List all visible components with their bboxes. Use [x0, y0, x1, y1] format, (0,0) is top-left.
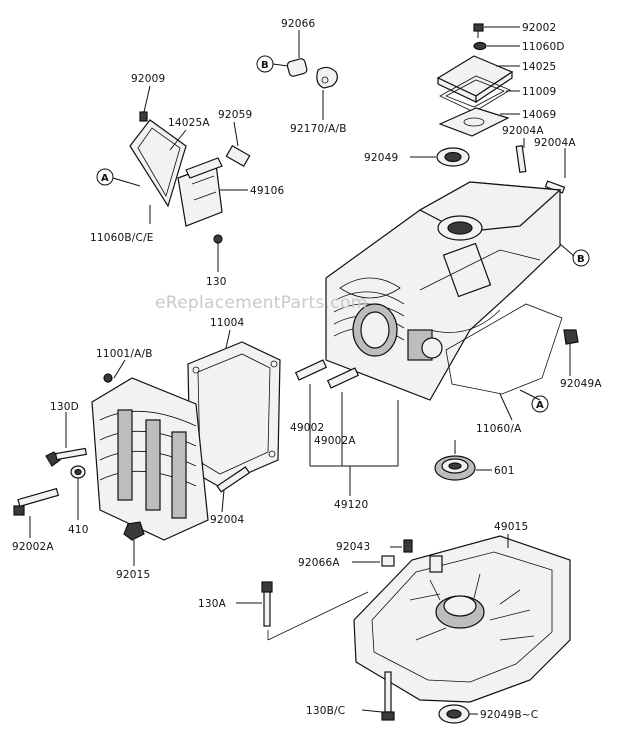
label-92170: 92170/A/B: [290, 123, 347, 135]
part-92059-tube: [225, 144, 251, 168]
callout-b-right-circle: [572, 249, 590, 267]
part-410-washer: [70, 465, 86, 479]
label-92004a-2: 92004A: [534, 137, 576, 149]
part-92002a-stud: [13, 487, 60, 516]
part-92049bc-seal: [438, 704, 470, 724]
label-92066: 92066: [281, 18, 316, 30]
part-92015-nut: [123, 521, 145, 541]
part-92066a-dowel: [381, 555, 395, 567]
part-130d-bolt: [45, 447, 87, 467]
label-14025: 14025: [522, 61, 556, 73]
part-11009-gasket: [439, 75, 511, 113]
part-11060d-washer: [473, 41, 487, 51]
label-92004a-1: 92004A: [502, 125, 544, 137]
callout-a-left: A: [101, 173, 109, 184]
label-92002a: 92002A: [12, 541, 54, 553]
label-11060d: 11060D: [522, 41, 565, 53]
part-601-bearing: [434, 455, 476, 481]
label-92043: 92043: [336, 541, 370, 553]
label-92059: 92059: [218, 109, 252, 121]
label-92002: 92002: [522, 22, 556, 34]
label-130bc: 130B/C: [306, 705, 345, 717]
part-92049a-plug: [563, 329, 579, 345]
label-130: 130: [206, 276, 227, 288]
label-11001: 11001/A/B: [96, 348, 153, 360]
callout-b-right: B: [577, 254, 585, 265]
label-49002: 49002: [290, 422, 324, 434]
part-49106-valve: [177, 157, 223, 227]
label-11060a: 11060/A: [476, 423, 522, 435]
part-14069-plate: [438, 107, 510, 137]
part-92066-pin: [286, 58, 308, 77]
label-92049: 92049: [364, 152, 398, 164]
callout-b-top: B: [261, 60, 269, 71]
part-130-bolt-small: [213, 234, 223, 244]
label-130a: 130A: [198, 598, 227, 610]
watermark-text: eReplacementParts.com: [155, 293, 368, 313]
part-92002-bolt: [473, 23, 484, 38]
label-92015: 92015: [116, 569, 150, 581]
part-92049-seal: [436, 147, 470, 167]
label-14025a: 14025A: [168, 117, 210, 129]
label-92004: 92004: [210, 514, 245, 526]
label-92009: 92009: [131, 73, 165, 85]
label-410: 410: [68, 524, 89, 536]
label-601: 601: [494, 465, 515, 477]
label-130d: 130D: [50, 401, 79, 413]
label-92049bc: 92049B~C: [480, 709, 538, 721]
label-14069: 14069: [522, 109, 556, 121]
part-49002a-dowel: [326, 367, 360, 389]
part-92043-pin: [403, 539, 413, 553]
part-11060a-gasket: [445, 303, 563, 395]
label-49002a: 49002A: [314, 435, 356, 447]
part-130bc-bolt: [381, 671, 395, 721]
part-crankcase-block: [325, 181, 562, 401]
part-130a-bolt: [261, 581, 273, 627]
label-49106: 49106: [250, 185, 285, 197]
part-49002-dowel: [294, 359, 328, 381]
label-11060bce: 11060B/C/E: [90, 232, 154, 244]
label-11009: 11009: [522, 86, 556, 98]
part-92004-stud: [216, 466, 251, 493]
part-92004a-stud-1: [515, 145, 527, 173]
label-49015: 49015: [494, 521, 528, 533]
part-14025a-cover: [129, 119, 187, 208]
label-49120: 49120: [334, 499, 368, 511]
label-92049a: 92049A: [560, 378, 602, 390]
callout-a-right-circle: [531, 395, 549, 413]
label-92066a: 92066A: [298, 557, 340, 569]
part-11001-cylinder-head: [91, 373, 209, 541]
label-11004: 11004: [210, 317, 245, 329]
callout-a-right: A: [536, 400, 544, 411]
part-92009-screw: [139, 111, 148, 122]
part-92170-clip: [316, 66, 338, 89]
callout-a-left-circle: [96, 168, 114, 186]
